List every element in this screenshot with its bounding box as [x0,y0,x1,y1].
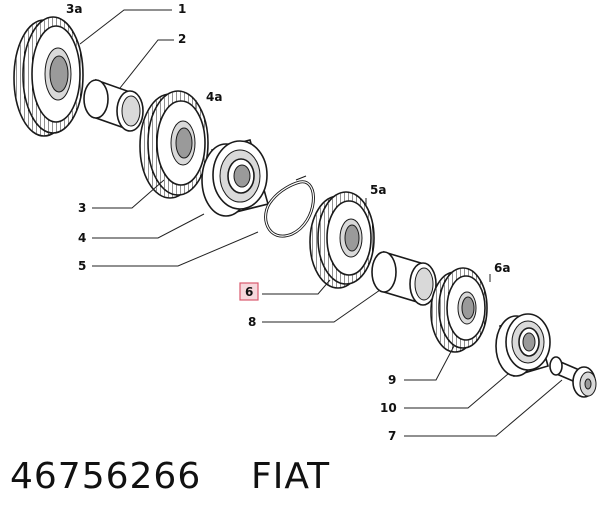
callout-2[interactable]: 2 [178,32,186,46]
callout-4a[interactable]: 4a [206,90,222,104]
sleeve-8 [371,250,437,306]
callout-9[interactable]: 9 [388,373,396,387]
callouts: 3a 1 2 4a 3 4 5 5a 6 8 6a 9 10 7 [66,2,510,443]
bearing-4 [201,139,269,217]
callout-6[interactable]: 6 [245,285,253,299]
snap-ring-5 [264,175,315,238]
gear-6a [430,267,488,353]
callout-1[interactable]: 1 [178,2,186,16]
callout-6-highlight [239,282,259,301]
callout-7[interactable]: 7 [388,429,396,443]
callout-10[interactable]: 10 [380,401,397,415]
callout-3[interactable]: 3 [78,201,86,215]
callout-5a[interactable]: 5a [370,183,386,197]
bearing-10 [495,313,551,377]
gear-4a [139,90,209,199]
part-number: 46756266 [10,456,202,497]
leader-lines [79,9,563,437]
bolt-7 [549,356,597,398]
callout-3a[interactable]: 3a [66,2,82,16]
brand-name: FIAT [251,456,331,497]
sleeve-2 [83,78,144,132]
callout-5[interactable]: 5 [78,259,86,273]
gear-3a [13,16,84,137]
callout-8[interactable]: 8 [248,315,256,329]
callout-6a[interactable]: 6a [494,261,510,275]
callout-4[interactable]: 4 [78,231,86,245]
gear-5a [309,191,375,289]
footer-caption: 46756266 FIAT [10,456,330,497]
